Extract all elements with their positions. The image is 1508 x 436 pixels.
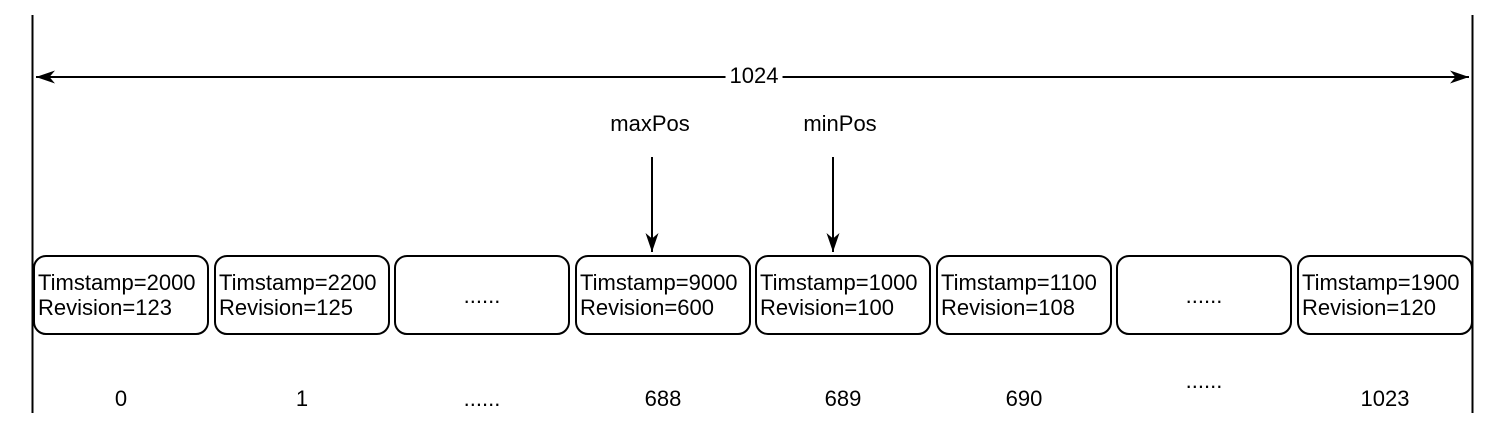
slot-box-ellipsis-left: ...... (394, 255, 570, 335)
slot-index-0: 0 (114, 386, 128, 411)
slot-revision: Revision=125 (219, 295, 353, 320)
slot-index-690: 690 (1005, 386, 1043, 411)
slot-index-1: 1 (295, 386, 309, 411)
slot-index-1023: 1023 (1360, 386, 1410, 411)
slot-index-ellipsis-right: ...... (1185, 368, 1223, 393)
ellipsis-text: ...... (463, 282, 501, 308)
slot-index-689: 689 (824, 386, 862, 411)
slot-index-ellipsis-left: ...... (463, 386, 501, 411)
slot-box-0: Timstamp=2000 Revision=123 (33, 255, 209, 335)
slot-revision: Revision=120 (1302, 295, 1436, 320)
slot-box-1: Timstamp=2200 Revision=125 (214, 255, 390, 335)
slot-timestamp: Timstamp=9000 (580, 270, 738, 295)
slot-timestamp: Timstamp=2200 (219, 270, 377, 295)
slot-index-688: 688 (644, 386, 682, 411)
slot-timestamp: Timstamp=1100 (941, 270, 1097, 295)
slot-revision: Revision=123 (38, 295, 172, 320)
slot-timestamp: Timstamp=1900 (1302, 270, 1460, 295)
slot-timestamp: Timstamp=1000 (760, 270, 918, 295)
maxpos-label: maxPos (610, 111, 690, 136)
slot-box-1023: Timstamp=1900 Revision=120 (1297, 255, 1473, 335)
slot-timestamp: Timstamp=2000 (38, 270, 196, 295)
slot-revision: Revision=108 (941, 295, 1075, 320)
slot-revision: Revision=100 (760, 295, 894, 320)
capacity-label: 1024 (725, 63, 783, 89)
slot-revision: Revision=600 (580, 295, 714, 320)
minpos-label: minPos (803, 111, 877, 136)
slot-box-690: Timstamp=1100 Revision=108 (936, 255, 1112, 335)
slot-box-ellipsis-right: ...... (1116, 255, 1292, 335)
ellipsis-text: ...... (1185, 282, 1223, 308)
slot-box-689: Timstamp=1000 Revision=100 (755, 255, 931, 335)
slot-box-688: Timstamp=9000 Revision=600 (575, 255, 751, 335)
